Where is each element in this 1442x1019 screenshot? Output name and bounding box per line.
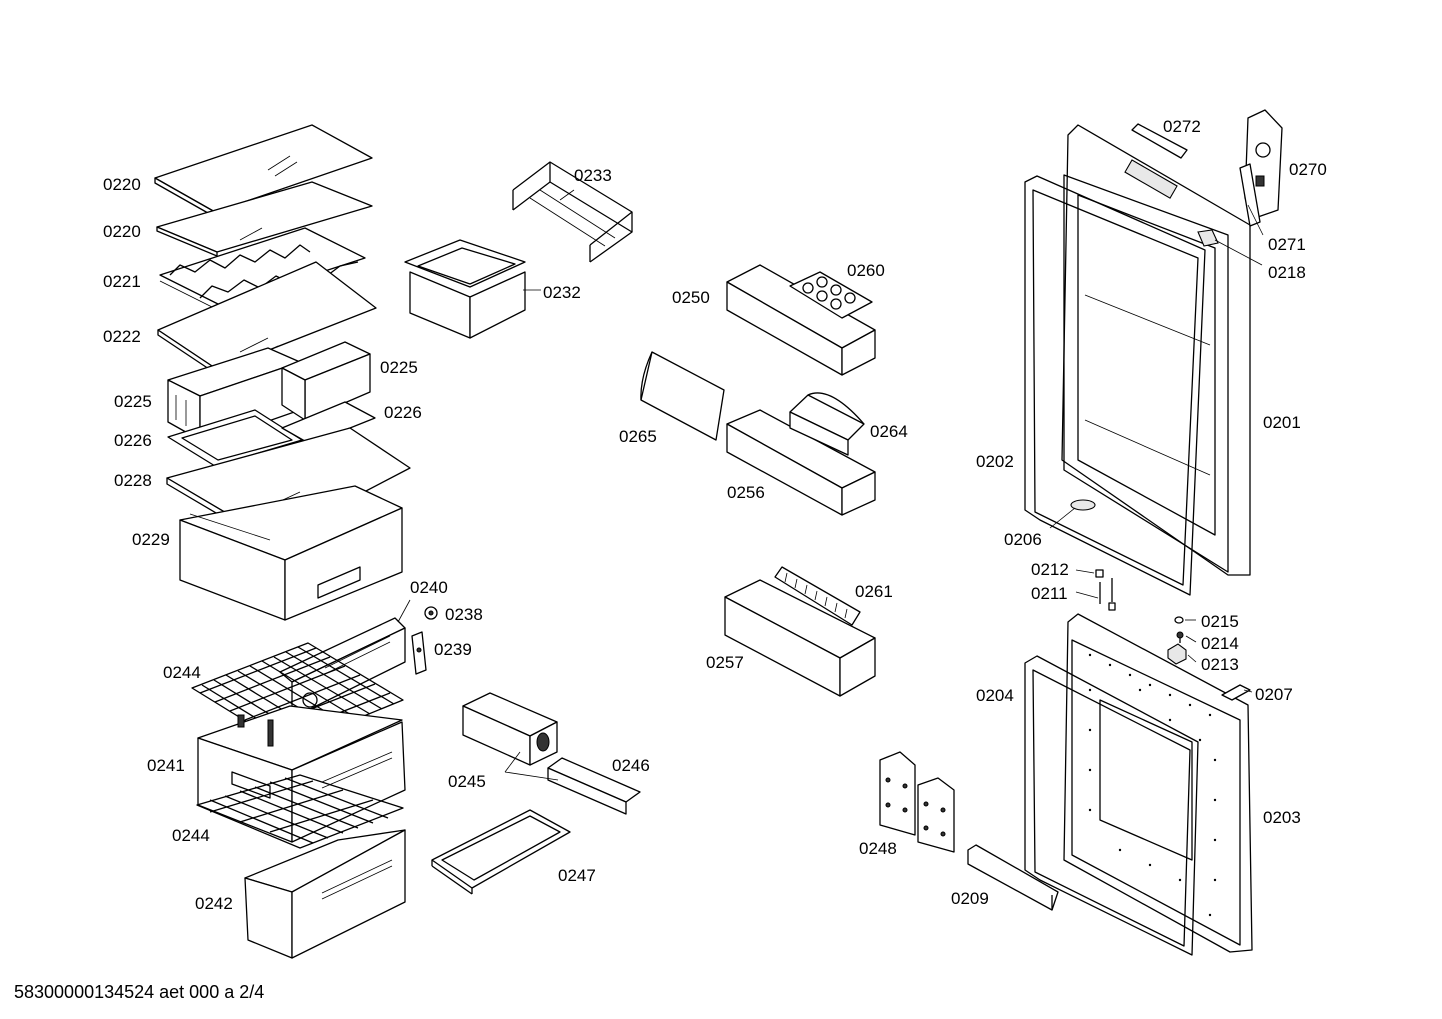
drawing-reference-number: 58300000134524 aet 000 a 2/4 — [14, 982, 265, 1002]
label-0228: 0228 — [114, 471, 152, 490]
label-0218: 0218 — [1268, 263, 1306, 282]
label-0239: 0239 — [434, 640, 472, 659]
freezer-drawer-0242 — [244, 829, 406, 959]
door-shelf-0256 — [726, 409, 876, 516]
wire-shelf-0244-lower — [196, 774, 404, 849]
drawer-0225-right — [281, 341, 371, 421]
cover-0271 — [1239, 163, 1261, 227]
door-shelf-0250 — [726, 264, 876, 376]
label-0229: 0229 — [132, 530, 170, 549]
label-0257: 0257 — [706, 653, 744, 672]
screw-0214 — [1176, 631, 1184, 643]
label-0220-b: 0220 — [103, 222, 141, 241]
label-0215: 0215 — [1201, 612, 1239, 631]
label-0202: 0202 — [976, 452, 1014, 471]
label-0211: 0211 — [1031, 584, 1068, 603]
hinge-cover-0207 — [1221, 684, 1251, 701]
label-0213: 0213 — [1201, 655, 1239, 674]
label-0226-left: 0226 — [114, 431, 152, 450]
label-0247: 0247 — [558, 866, 596, 885]
label-0220-a: 0220 — [103, 175, 141, 194]
label-0264: 0264 — [870, 422, 908, 441]
label-0245: 0245 — [448, 772, 486, 791]
ice-tray-lid-0247 — [431, 809, 571, 895]
label-0232: 0232 — [543, 283, 581, 302]
label-0261: 0261 — [855, 582, 893, 601]
door-seal-0202 — [1024, 175, 1206, 596]
bottle-retainer-0261 — [774, 566, 861, 626]
label-0250: 0250 — [672, 288, 710, 307]
cold-pack-0248-a — [879, 751, 916, 836]
label-0209: 0209 — [951, 889, 989, 908]
label-0256: 0256 — [727, 483, 765, 502]
label-0212: 0212 — [1031, 560, 1069, 579]
label-0226-right: 0226 — [384, 403, 422, 422]
glass-shelf-0220-second — [156, 181, 373, 257]
leader-lines — [397, 189, 1264, 781]
wire-basket-0233 — [512, 161, 633, 263]
label-0225-right: 0225 — [380, 358, 418, 377]
label-0270: 0270 — [1289, 160, 1327, 179]
washer-0215 — [1174, 616, 1184, 624]
label-0248: 0248 — [859, 839, 897, 858]
label-0222: 0222 — [103, 327, 141, 346]
butter-dish-0264 — [789, 392, 865, 456]
label-0242: 0242 — [195, 894, 233, 913]
trim-0272 — [1131, 123, 1188, 159]
label-0225-left: 0225 — [114, 392, 152, 411]
door-seal-0204 — [1024, 655, 1199, 956]
label-0271: 0271 — [1268, 235, 1306, 254]
label-0244-lower: 0244 — [172, 826, 210, 845]
label-0238: 0238 — [445, 605, 483, 624]
clip-0238 — [424, 606, 438, 620]
label-0240: 0240 — [410, 578, 448, 597]
shelf-divider-0265 — [640, 351, 725, 441]
label-0265: 0265 — [619, 427, 657, 446]
hinge-0239 — [411, 631, 427, 675]
lower-door-dots — [1088, 653, 1217, 917]
label-0221: 0221 — [103, 272, 141, 291]
ice-maker-box-0245 — [462, 692, 558, 766]
label-0241: 0241 — [147, 756, 185, 775]
label-0201: 0201 — [1263, 413, 1301, 432]
cap-0212 — [1095, 569, 1104, 578]
cold-pack-0248-b — [917, 777, 955, 853]
lower-door-0203 — [1063, 613, 1253, 953]
ice-cube-tray-0246 — [547, 757, 641, 815]
label-0244-upper: 0244 — [163, 663, 201, 682]
label-0272: 0272 — [1163, 117, 1201, 136]
latch-0206 — [1070, 499, 1096, 511]
door-shelf-0257 — [724, 579, 876, 697]
label-0204: 0204 — [976, 686, 1014, 705]
screw-0211 — [1099, 578, 1116, 611]
glass-shelf-0220-top — [154, 124, 373, 218]
label-0214: 0214 — [1201, 634, 1239, 653]
label-0207: 0207 — [1255, 685, 1293, 704]
freezer-drawer-0241 — [197, 705, 406, 843]
cap-0218 — [1197, 229, 1219, 247]
drawer-lid-0226-right — [281, 401, 376, 445]
cover-strip-0209 — [967, 844, 1059, 911]
drawer-front-0240 — [279, 617, 406, 719]
vegetable-drawer-0229 — [179, 485, 403, 621]
label-0203: 0203 — [1263, 808, 1301, 827]
hinge-0213 — [1167, 643, 1187, 665]
glass-shelf-0222 — [157, 261, 377, 376]
label-0206: 0206 — [1004, 530, 1042, 549]
egg-box-0232 — [404, 239, 526, 339]
label-0233: 0233 — [574, 166, 612, 185]
egg-tray-0260 — [789, 271, 873, 319]
label-0260: 0260 — [847, 261, 885, 280]
label-0246: 0246 — [612, 756, 650, 775]
